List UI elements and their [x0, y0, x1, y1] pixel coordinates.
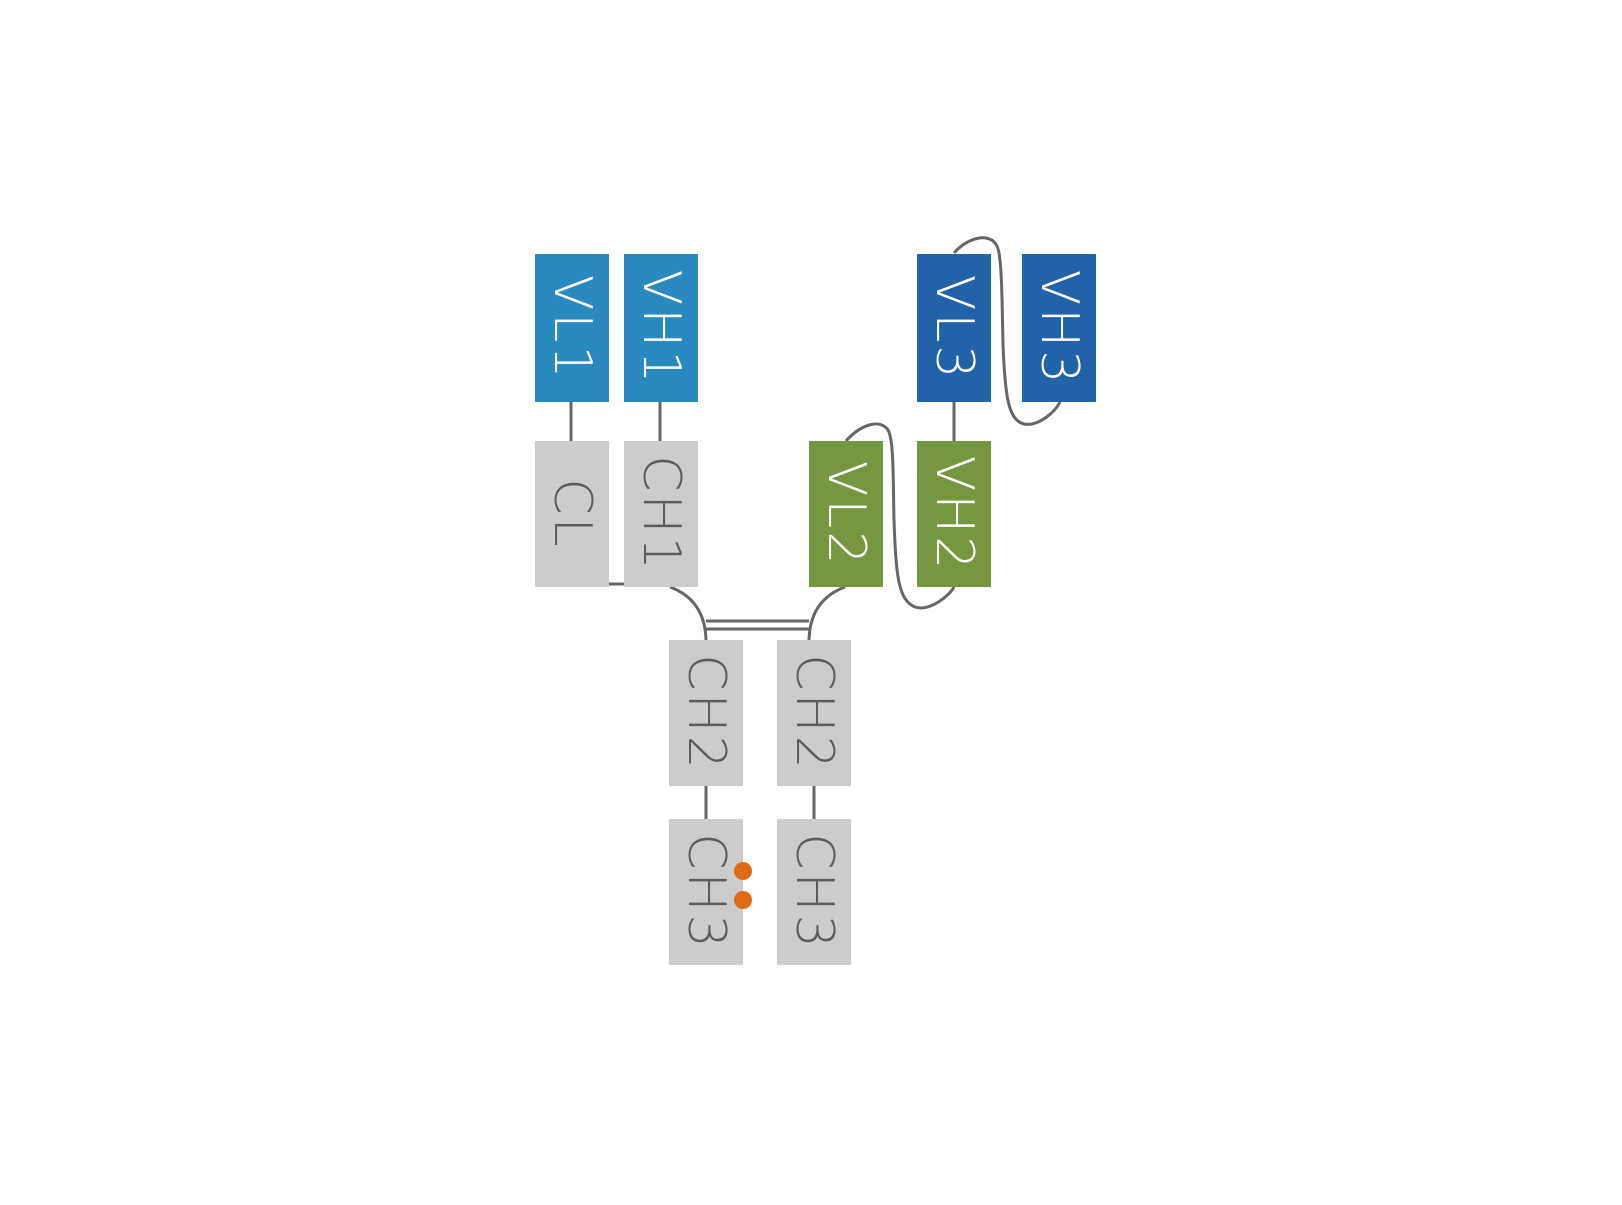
domain-vh2-label: VH2 — [924, 456, 984, 573]
domain-vh3-label: VH3 — [1029, 270, 1089, 387]
domain-ch3-right-label: CH3 — [784, 833, 844, 951]
domain-ch2-right-label: CH2 — [784, 654, 844, 772]
domain-cl-label: CL — [542, 478, 602, 549]
domain-vh2: VH2 — [917, 441, 991, 587]
domain-ch3-left: CH3 — [669, 819, 743, 965]
scfv-linker-vl3-vh3 — [952, 236, 1062, 426]
domain-ch1-label: CH1 — [631, 455, 691, 573]
domain-ch2-left: CH2 — [669, 640, 743, 786]
domain-vh1-label: VH1 — [631, 270, 691, 387]
linkers — [569, 236, 1062, 819]
domain-vl3: VL3 — [917, 254, 991, 402]
domain-vh3: VH3 — [1022, 254, 1096, 402]
knob-dot-upper — [734, 862, 752, 880]
knob-into-hole-icon — [734, 862, 752, 909]
hinge-right — [807, 585, 846, 641]
domain-vl1: VL1 — [535, 254, 609, 402]
domain-vl2: VL2 — [809, 441, 883, 587]
domain-ch3-left-label: CH3 — [676, 833, 736, 951]
domain-vl2-label: VL2 — [816, 461, 876, 568]
hinge-left — [669, 585, 708, 641]
domain-ch2-left-label: CH2 — [676, 654, 736, 772]
domain-ch2-right: CH2 — [777, 640, 851, 786]
domain-ch1: CH1 — [624, 441, 698, 587]
domain-vl1-label: VL1 — [542, 275, 602, 382]
domain-cl: CL — [535, 441, 609, 587]
domain-vh1: VH1 — [624, 254, 698, 402]
knob-dot-lower — [734, 891, 752, 909]
domain-vl3-label: VL3 — [924, 275, 984, 382]
domain-ch3-right: CH3 — [777, 819, 851, 965]
scfv-linker-vl2-vh2 — [844, 422, 956, 610]
